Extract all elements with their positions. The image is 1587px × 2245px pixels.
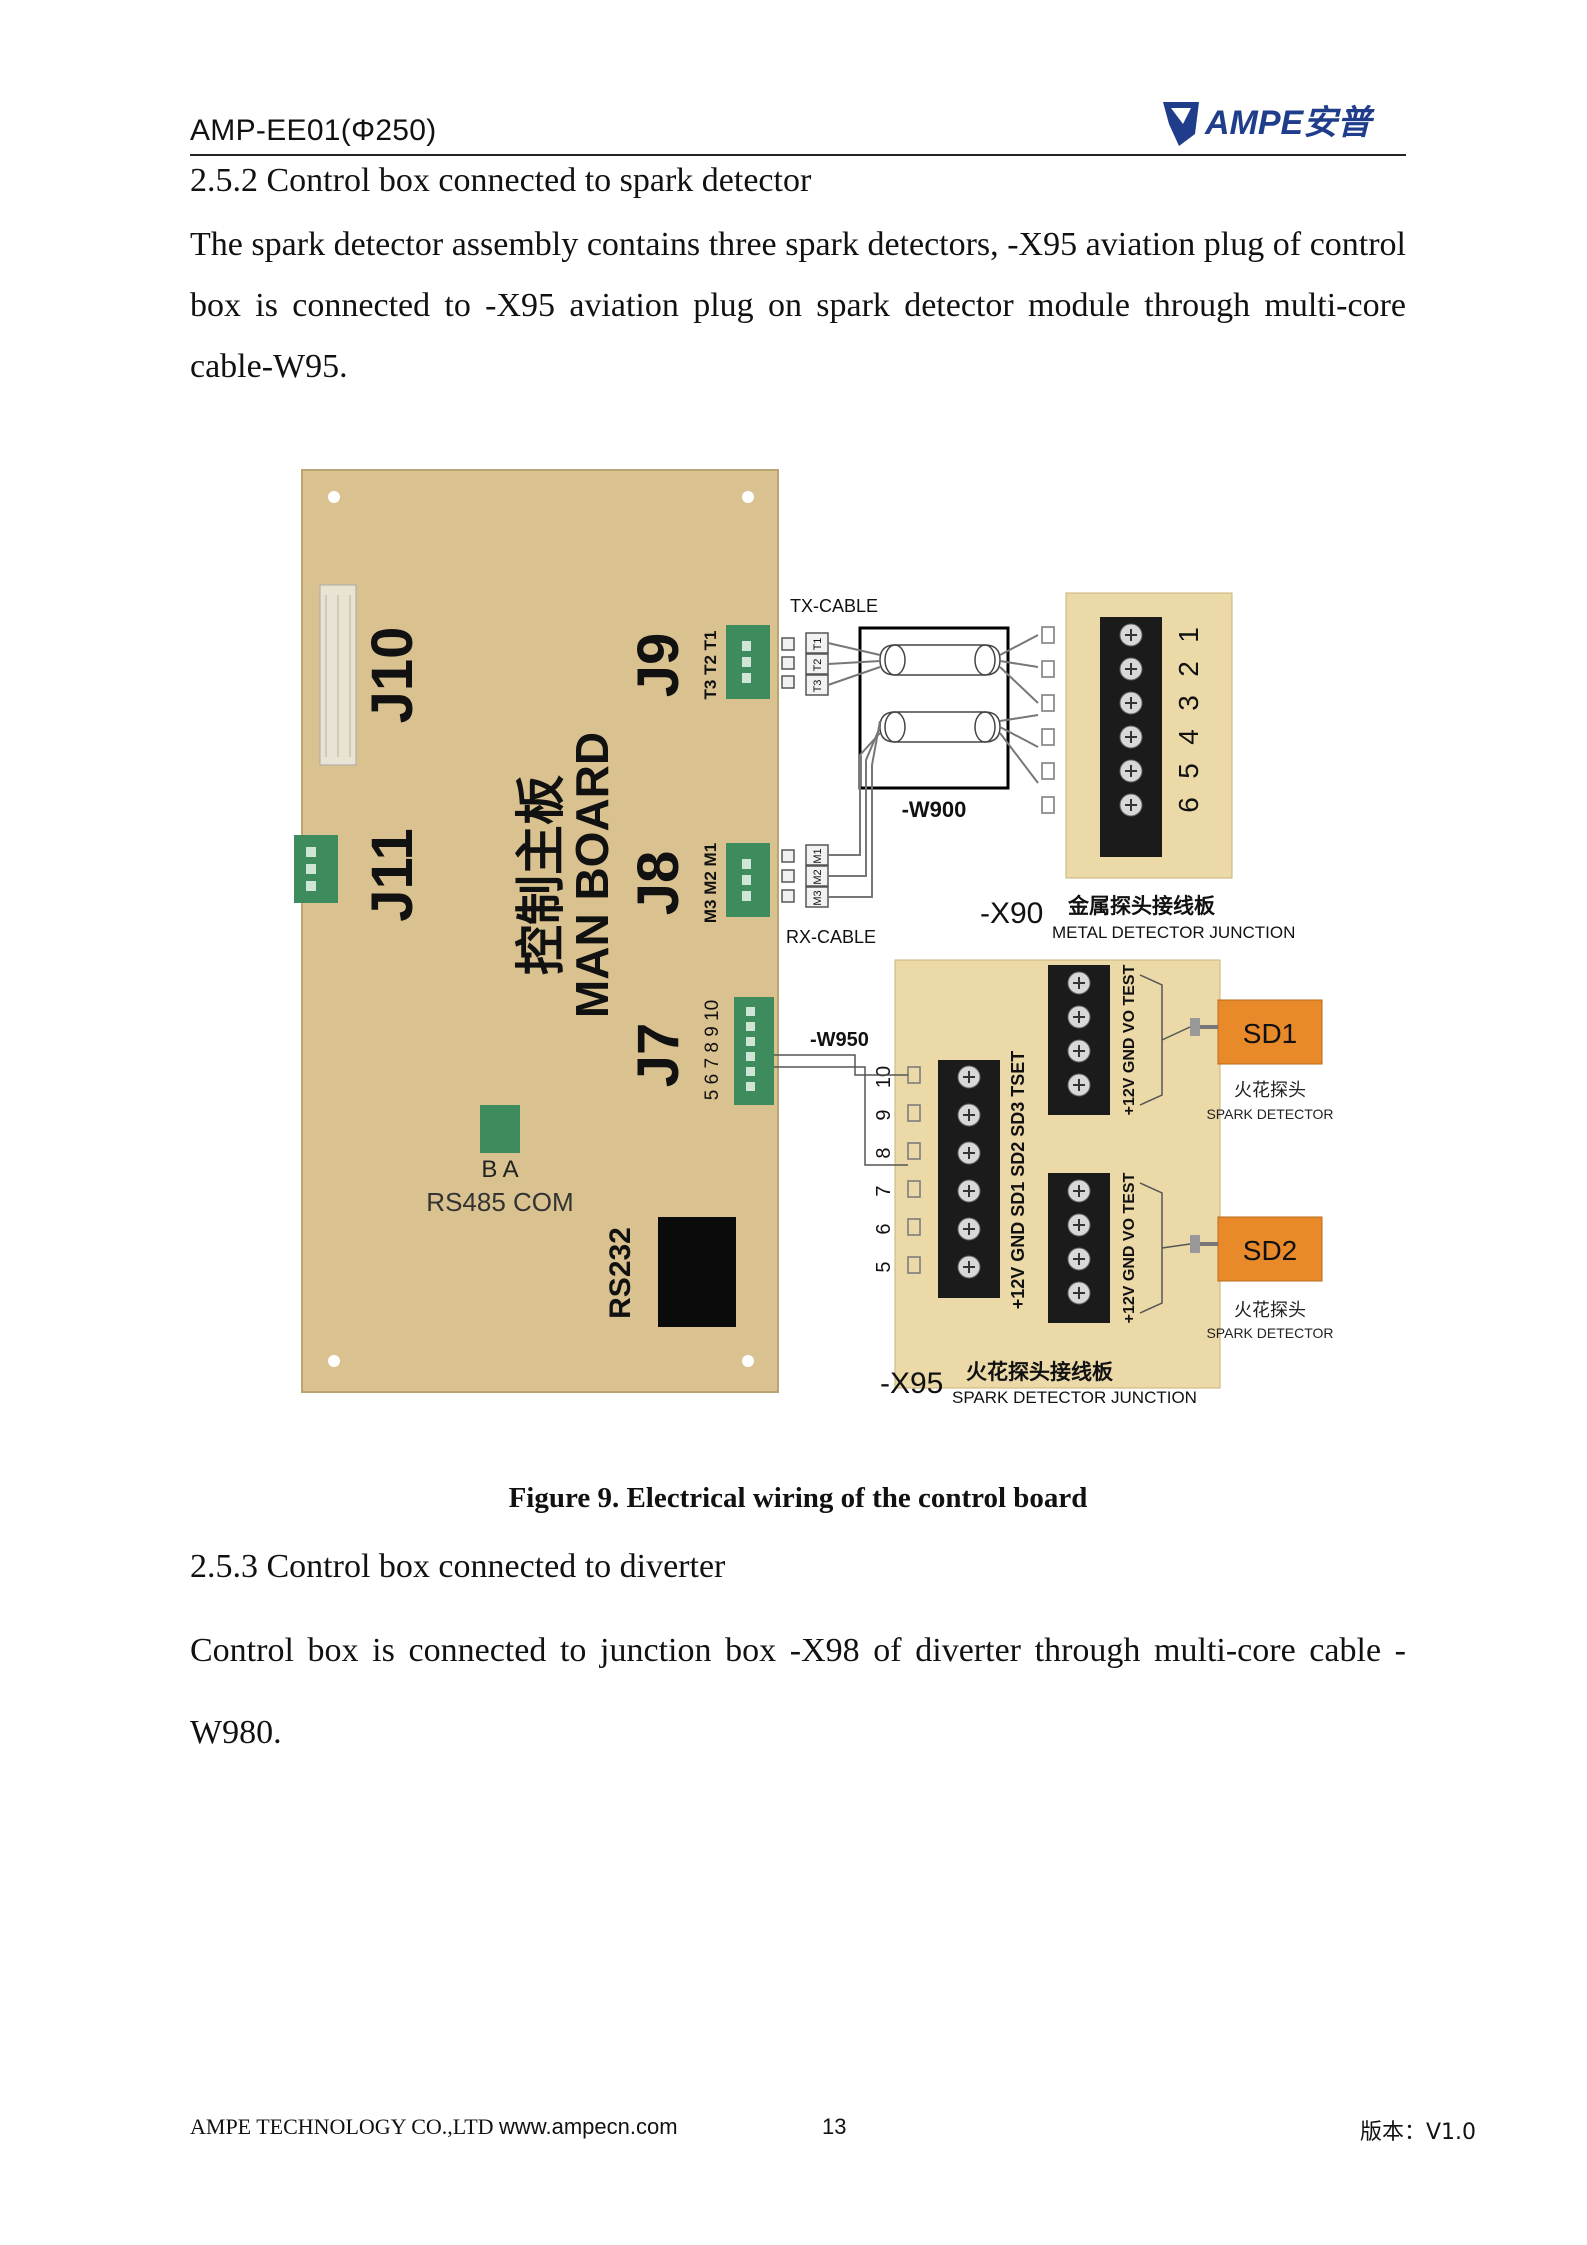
section-heading-2-5-3: 2.5.3 Control box connected to diverter [190,1548,726,1585]
sd1-detector [1217,999,1323,1065]
screw-slot [963,1071,975,1083]
footer-company-name: AMPE TECHNOLOGY CO.,LTD [190,2114,494,2139]
footer-website-link[interactable]: www.ampecn.com [499,2114,678,2139]
rx-cable-label: RX-CABLE [786,927,876,947]
j7-pin-labels: 5 6 7 8 9 10 [702,1000,723,1100]
rs232-label: RS232 [604,1227,637,1319]
screw-slot [963,1223,975,1235]
section-paragraph-2-5-3: Control box is connected to junction box… [190,1632,1406,1751]
w950-label: -W950 [810,1029,869,1051]
x95-en-label: SPARK DETECTOR JUNCTION [952,1388,1197,1407]
tx-plug-t3: T3 [812,680,824,693]
document-title: AMP-EE01(Φ250) [190,114,437,147]
screw-slot [1073,977,1085,989]
wiring-diagram: J10 J11 控制主板 MAN BOARD J9 J8 J7 T3 T2 T1… [294,469,1334,1407]
mount-hole [742,1355,754,1367]
rs485-pin-labels: B A [481,1156,518,1183]
screw-slot [963,1109,975,1121]
screw-slot [1125,765,1137,777]
x90-tag: -X90 [980,897,1043,930]
j8-pin-labels: M3 M2 M1 [701,843,720,923]
sd2-detector [1217,1216,1323,1282]
screw-slot [1125,663,1137,675]
screw-slot [1073,1079,1085,1091]
sd1-label: SD1 [1243,1018,1297,1049]
screw-slot [963,1185,975,1197]
x95-terminal-10: 10 [873,1066,895,1088]
tx-plug-t2: T2 [812,659,824,672]
sd2-cn-label: 火花探头 [1234,1300,1306,1320]
rs485-label: RS485 COM [426,1187,573,1217]
figure-caption: Figure 9. Electrical wiring of the contr… [508,1482,1088,1514]
screw-slot [1125,731,1137,743]
tx-plug-t1: T1 [812,638,824,651]
x95-terminal-5: 5 [873,1261,895,1272]
x95-tag: -X95 [880,1367,943,1400]
w900-label: -W900 [902,797,967,822]
rx-shield [879,711,1001,743]
x95-terminal-7: 7 [873,1185,895,1196]
rs485-connector [480,1105,520,1153]
screw-slot [1073,1287,1085,1299]
sd2-en-label: SPARK DETECTOR [1206,1325,1333,1341]
label-main-cn: 控制主板 [513,775,569,975]
screw-slot [1125,799,1137,811]
label-main-en: MAN BOARD [566,732,618,1018]
x90-terminal-6: 6 [1173,797,1204,813]
label-j11: J11 [360,828,425,922]
screw-slot [1073,1045,1085,1057]
x90-terminal-5: 5 [1173,763,1204,779]
tx-shield [879,644,1001,676]
footer-company: AMPE TECHNOLOGY CO.,LTD www.ampecn.com [190,2114,678,2140]
screw-slot [1125,697,1137,709]
company-logo: AMPE安普 [1163,102,1375,146]
screw-slot [1073,1253,1085,1265]
screw-slot [1073,1185,1085,1197]
x90-cn-label: 金属探头接线板 [1067,894,1216,918]
footer-version: 版本：V1.0 [1360,2120,1477,2145]
x90-terminal-4: 4 [1173,729,1204,745]
screw-slot [963,1147,975,1159]
sd1-terminal-labels: +12V GND VO TEST [1121,964,1138,1115]
screw-slot [1073,1219,1085,1231]
logo-shield-icon [1163,102,1199,146]
label-j10: J10 [360,627,425,724]
sd2-terminal-labels: +12V GND VO TEST [1121,1172,1138,1323]
x95-terminal-8: 8 [873,1147,895,1158]
logo-text: AMPE安普 [1204,104,1375,142]
sd1-cn-label: 火花探头 [1234,1080,1306,1100]
label-j9: J9 [626,633,691,698]
sd1-en-label: SPARK DETECTOR [1206,1106,1333,1122]
rs232-block [658,1217,736,1327]
header-divider [190,154,1406,156]
mount-hole [328,1355,340,1367]
x95-terminal-9: 9 [873,1109,895,1120]
tx-cable-label: TX-CABLE [790,596,878,616]
rx-plug-m1: M1 [812,848,824,863]
x95-cn-label: 火花探头接线板 [966,1360,1114,1384]
sd2-label: SD2 [1243,1235,1297,1266]
sd1-fitting [1190,1018,1200,1036]
screw-slot [963,1261,975,1273]
x90-terminal-1: 1 [1173,627,1204,643]
x90-en-label: METAL DETECTOR JUNCTION [1052,923,1295,942]
x90-terminal-2: 2 [1173,661,1204,677]
screw-slot [1125,629,1137,641]
label-j7: J7 [626,1023,691,1088]
label-j8: J8 [626,851,691,916]
x95-left-labels: +12V GND SD1 SD2 SD3 TSET [1008,1051,1028,1310]
w900-box [858,626,1010,790]
mount-hole [742,491,754,503]
sd2-fitting [1190,1235,1200,1253]
x95-terminal-6: 6 [873,1223,895,1234]
rx-plug-m2: M2 [812,869,824,884]
rx-plug-m3: M3 [812,890,824,905]
screw-slot [1073,1011,1085,1023]
x90-terminal-3: 3 [1173,695,1204,711]
mount-hole [328,491,340,503]
footer-page-number: 13 [822,2114,847,2139]
section-heading-2-5-2: 2.5.2 Control box connected to spark det… [190,162,812,199]
section-paragraph-2-5-2: The spark detector assembly contains thr… [190,226,1406,385]
j9-pin-labels: T3 T2 T1 [701,631,720,700]
